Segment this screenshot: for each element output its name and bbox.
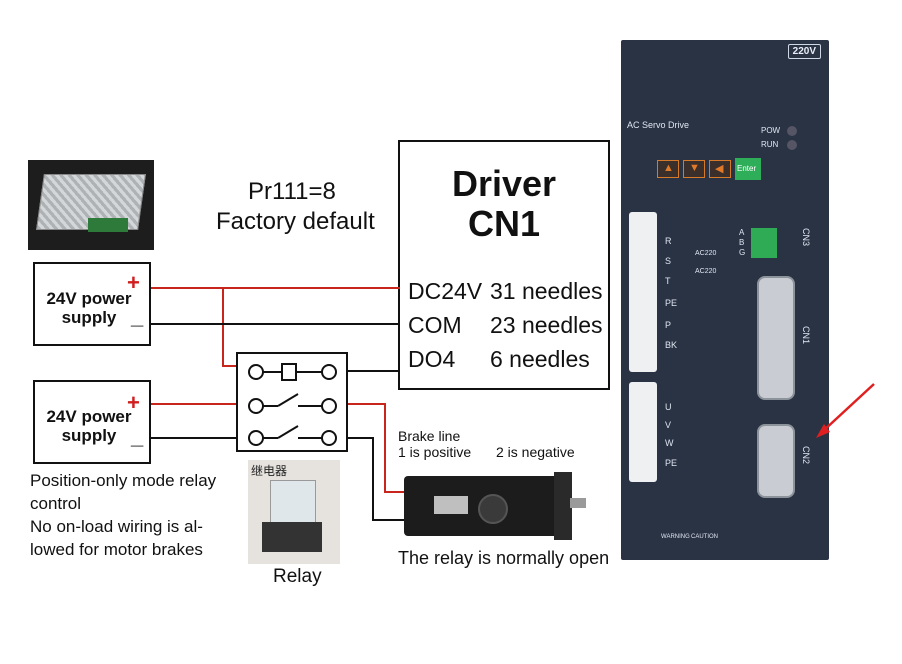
- power-supply-top: 24V power supply + _: [33, 262, 151, 346]
- arrow-icon: [816, 383, 875, 438]
- wire-dc24v: [151, 287, 400, 289]
- wire-brake-positive-h: [384, 491, 408, 493]
- left-note-line-4: lowed for motor brakes: [30, 540, 203, 559]
- wire-branch: [222, 287, 224, 367]
- driver-box: Driver CN1 DC24V 31 needles COM 23 needl…: [398, 140, 610, 390]
- relay-photo-text: 继电器: [251, 464, 288, 478]
- enc-g: G: [739, 248, 746, 257]
- up-key: ▲: [657, 160, 679, 178]
- relay-schematic: [236, 352, 348, 452]
- relay-caption: Relay: [273, 566, 322, 587]
- pow-led: [787, 126, 797, 136]
- wire-bottom-minus: [151, 437, 246, 439]
- term-bk: BK: [665, 340, 678, 350]
- power-supply-photo: [28, 160, 154, 250]
- parameter-label: Pr111=8: [248, 178, 336, 205]
- enter-label: Enter: [737, 164, 757, 173]
- pin-name-dc24v: DC24V: [408, 278, 483, 304]
- run-label: RUN: [761, 140, 779, 149]
- motor-terminal-block: [629, 382, 657, 482]
- power-terminal-block: [629, 212, 657, 372]
- left-note-line-1: Position-only mode relay: [30, 471, 217, 490]
- pin-needles-do4: 6 needles: [490, 346, 590, 372]
- cn2-label: CN2: [801, 445, 812, 465]
- cn3-connector: [751, 228, 777, 258]
- down-key: ▼: [683, 160, 705, 178]
- term-s: S: [665, 256, 672, 266]
- wire-bottom-plus: [151, 403, 246, 405]
- wire-do4: [346, 370, 400, 372]
- wire-brake-positive: [346, 403, 386, 405]
- psu-top-minus: _: [131, 304, 144, 329]
- pin-name-com: COM: [408, 312, 462, 338]
- cn1-connector: [757, 276, 795, 400]
- term-w: W: [665, 438, 674, 448]
- psu-top-plus: +: [127, 270, 140, 295]
- wire-brake-negative-h: [372, 519, 408, 521]
- term-p: P: [665, 320, 672, 330]
- enc-b: B: [739, 238, 745, 247]
- servo-motor-photo: [404, 470, 586, 542]
- psu-bottom-label-1: 24V power: [46, 407, 132, 426]
- parameter-note: Factory default: [216, 208, 375, 235]
- brake-positive: 1 is positive: [398, 444, 472, 460]
- wire-brake-positive-v: [384, 403, 386, 493]
- servo-drive-photo: 220V AC Servo Drive POW RUN ▲ ▼ ◀ Enter …: [621, 40, 829, 560]
- left-note-line-3: No on-load wiring is al-: [30, 517, 203, 536]
- cn2-connector: [757, 424, 795, 498]
- left-key: ◀: [709, 160, 731, 178]
- term-pe: PE: [665, 298, 678, 308]
- cn1-label: CN1: [801, 325, 812, 345]
- psu-top-label-1: 24V power: [46, 289, 132, 308]
- term-u: U: [665, 402, 672, 412]
- pin-needles-dc24v: 31 needles: [490, 278, 603, 304]
- wire-brake-negative: [346, 437, 374, 439]
- term-pe2: PE: [665, 458, 678, 468]
- voltage-badge: 220V: [787, 44, 821, 59]
- term-t: T: [665, 276, 671, 286]
- enc-a: A: [739, 228, 745, 237]
- brake-note: The relay is normally open: [398, 548, 610, 568]
- psu-top-label-2: supply: [61, 308, 117, 327]
- ac-label-1: AC220: [695, 250, 717, 257]
- brake-title: Brake line: [398, 428, 461, 444]
- wire-brake-negative-v: [372, 437, 374, 521]
- term-r: R: [665, 236, 672, 246]
- wire-branch-h: [222, 365, 246, 367]
- enter-key: Enter: [735, 158, 761, 180]
- warning-label: WARNING: [661, 534, 690, 540]
- psu-bottom-label-2: supply: [61, 426, 117, 445]
- caution-label: CAUTION: [691, 534, 718, 540]
- pow-label: POW: [761, 126, 781, 135]
- wire-com: [151, 323, 400, 325]
- psu-bottom-minus: _: [131, 424, 144, 449]
- ac-label-2: AC220: [695, 268, 717, 275]
- term-v: V: [665, 420, 672, 430]
- drive-model-text: AC Servo Drive: [627, 120, 690, 130]
- psu-bottom-plus: +: [127, 390, 140, 415]
- driver-subtitle: CN1: [467, 203, 541, 244]
- brake-negative: 2 is negative: [496, 444, 575, 460]
- relay-photo: 继电器: [248, 460, 340, 564]
- left-note-line-2: control: [30, 494, 82, 513]
- pin-needles-com: 23 needles: [490, 312, 603, 338]
- driver-title: Driver: [451, 163, 557, 204]
- run-led: [787, 140, 797, 150]
- cn3-label: CN3: [801, 227, 812, 247]
- power-supply-bottom: 24V power supply + _: [33, 380, 151, 464]
- pin-name-do4: DO4: [408, 346, 456, 372]
- left-note: Position-only mode relay control No on-l…: [30, 469, 216, 561]
